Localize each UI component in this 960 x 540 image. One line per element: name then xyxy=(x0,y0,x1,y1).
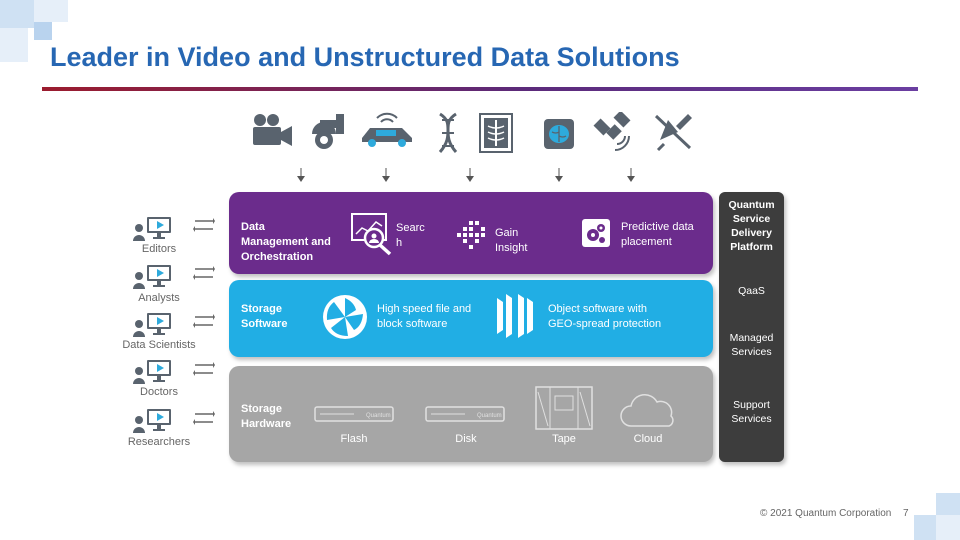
band-title: Storage Software xyxy=(241,302,287,332)
disk-label: Disk xyxy=(455,433,477,445)
decor-square xyxy=(0,28,28,62)
bidirectional-arrow-icon xyxy=(193,314,215,328)
brand-text: Quantum xyxy=(477,413,502,419)
support-services-label: Support Services xyxy=(719,398,784,426)
platform-title: Quantum Service Delivery Platform xyxy=(719,198,784,254)
band-title-line: Storage xyxy=(241,303,282,315)
title-underline xyxy=(42,87,918,91)
video-camera-icon xyxy=(253,114,292,146)
user-monitor-icon xyxy=(133,265,171,289)
search-label-line: h xyxy=(396,237,403,249)
platform-title-line: Delivery xyxy=(731,227,772,239)
support-services-line: Support xyxy=(733,399,770,411)
tape-label: Tape xyxy=(552,433,576,445)
aperture-icon xyxy=(323,295,367,339)
gain-insight-line: Insight xyxy=(495,242,528,254)
down-arrow-icon xyxy=(627,168,635,182)
page-number: 7 xyxy=(903,508,909,519)
bidirectional-arrow-icon xyxy=(193,411,215,425)
managed-services-line: Managed xyxy=(729,332,774,344)
high-speed-line: block software xyxy=(377,318,448,330)
high-speed-label: High speed file and block software xyxy=(377,302,471,332)
predictive-label: Predictive data placement xyxy=(621,220,694,250)
cloud-icon xyxy=(620,394,674,427)
band-title-line: Storage xyxy=(241,403,282,415)
decor-square xyxy=(936,493,960,515)
band-title: Storage Hardware xyxy=(241,402,291,432)
tape-library-icon xyxy=(535,386,593,430)
xray-icon xyxy=(479,113,513,153)
managed-services-line: Services xyxy=(731,346,772,358)
storage-software-band: Storage Software High speed file and blo… xyxy=(229,280,713,357)
down-arrow-icon xyxy=(466,168,474,182)
user-label: Data Scientists xyxy=(122,339,196,351)
object-software-label: Object software with GEO-spread protecti… xyxy=(548,302,661,332)
platform-title-line: Service xyxy=(732,213,771,225)
copyright: © 2021 Quantum Corporation xyxy=(760,508,892,519)
platform-title-line: Platform xyxy=(730,241,773,253)
disk-server-icon: Quantum xyxy=(425,406,505,422)
decor-square xyxy=(34,22,52,40)
bidirectional-arrow-icon xyxy=(193,218,215,232)
decor-square xyxy=(34,0,68,22)
gain-insight-line: Gain xyxy=(495,227,519,239)
storage-hardware-band: Storage Hardware Quantum Flash Quantum D… xyxy=(229,366,713,462)
security-camera-icon xyxy=(312,114,344,149)
user-monitor-icon xyxy=(133,217,171,241)
bidirectional-arrow-icon xyxy=(193,362,215,376)
down-arrow-icon xyxy=(297,168,305,182)
user-label: Doctors xyxy=(140,386,178,398)
dna-icon xyxy=(438,112,458,153)
band-title-line: Hardware xyxy=(241,418,292,430)
platform-title-line: Quantum xyxy=(728,199,775,211)
brand-text: Quantum xyxy=(366,413,391,419)
down-arrow-icon xyxy=(555,168,563,182)
user-label: Editors xyxy=(141,243,177,255)
decor-square xyxy=(936,515,960,540)
predictive-line: Predictive data xyxy=(621,221,694,233)
aircraft-icon xyxy=(654,114,692,152)
band-title: Data Management and Orchestration xyxy=(241,220,331,265)
search-label-line: Searc xyxy=(396,222,425,234)
user-label: Analysts xyxy=(138,292,180,304)
user-monitor-icon xyxy=(133,313,171,337)
predictive-line: placement xyxy=(621,236,672,248)
down-arrow-icon xyxy=(382,168,390,182)
page-title: Leader in Video and Unstructured Data So… xyxy=(50,42,680,72)
gears-icon xyxy=(582,219,610,247)
support-services-line: Services xyxy=(731,413,772,425)
connected-car-icon xyxy=(362,112,412,147)
user-label: Researchers xyxy=(127,436,191,448)
insight-dots-icon xyxy=(457,221,485,249)
flash-server-icon: Quantum xyxy=(314,406,394,422)
gain-insight-label: Gain Insight xyxy=(495,226,527,256)
managed-services-label: Managed Services xyxy=(719,331,784,359)
brain-scan-icon xyxy=(544,119,574,149)
qaas-label: QaaS xyxy=(738,285,765,297)
user-monitor-icon xyxy=(133,360,171,384)
decor-square xyxy=(0,0,34,28)
user-monitor-icon xyxy=(133,409,171,433)
decor-square xyxy=(914,515,936,540)
satellite-icon xyxy=(593,112,631,151)
band-title-line: Orchestration xyxy=(241,251,314,263)
object-software-line: Object software with xyxy=(548,303,648,315)
cloud-label: Cloud xyxy=(633,433,663,445)
band-title-line: Management and xyxy=(241,236,331,248)
search-analytics-icon xyxy=(351,213,392,256)
bidirectional-arrow-icon xyxy=(193,266,215,280)
band-title-line: Software xyxy=(241,318,288,330)
band-title-line: Data xyxy=(241,221,265,233)
service-delivery-platform: Quantum Service Delivery Platform QaaS M… xyxy=(719,192,784,462)
data-management-band: Data Management and Orchestration Searc … xyxy=(229,192,713,274)
object-storage-icon xyxy=(497,294,533,338)
high-speed-line: High speed file and xyxy=(377,303,472,315)
search-label: Searc h xyxy=(396,221,425,251)
object-software-line: GEO-spread protection xyxy=(548,318,662,330)
flash-label: Flash xyxy=(340,433,368,445)
